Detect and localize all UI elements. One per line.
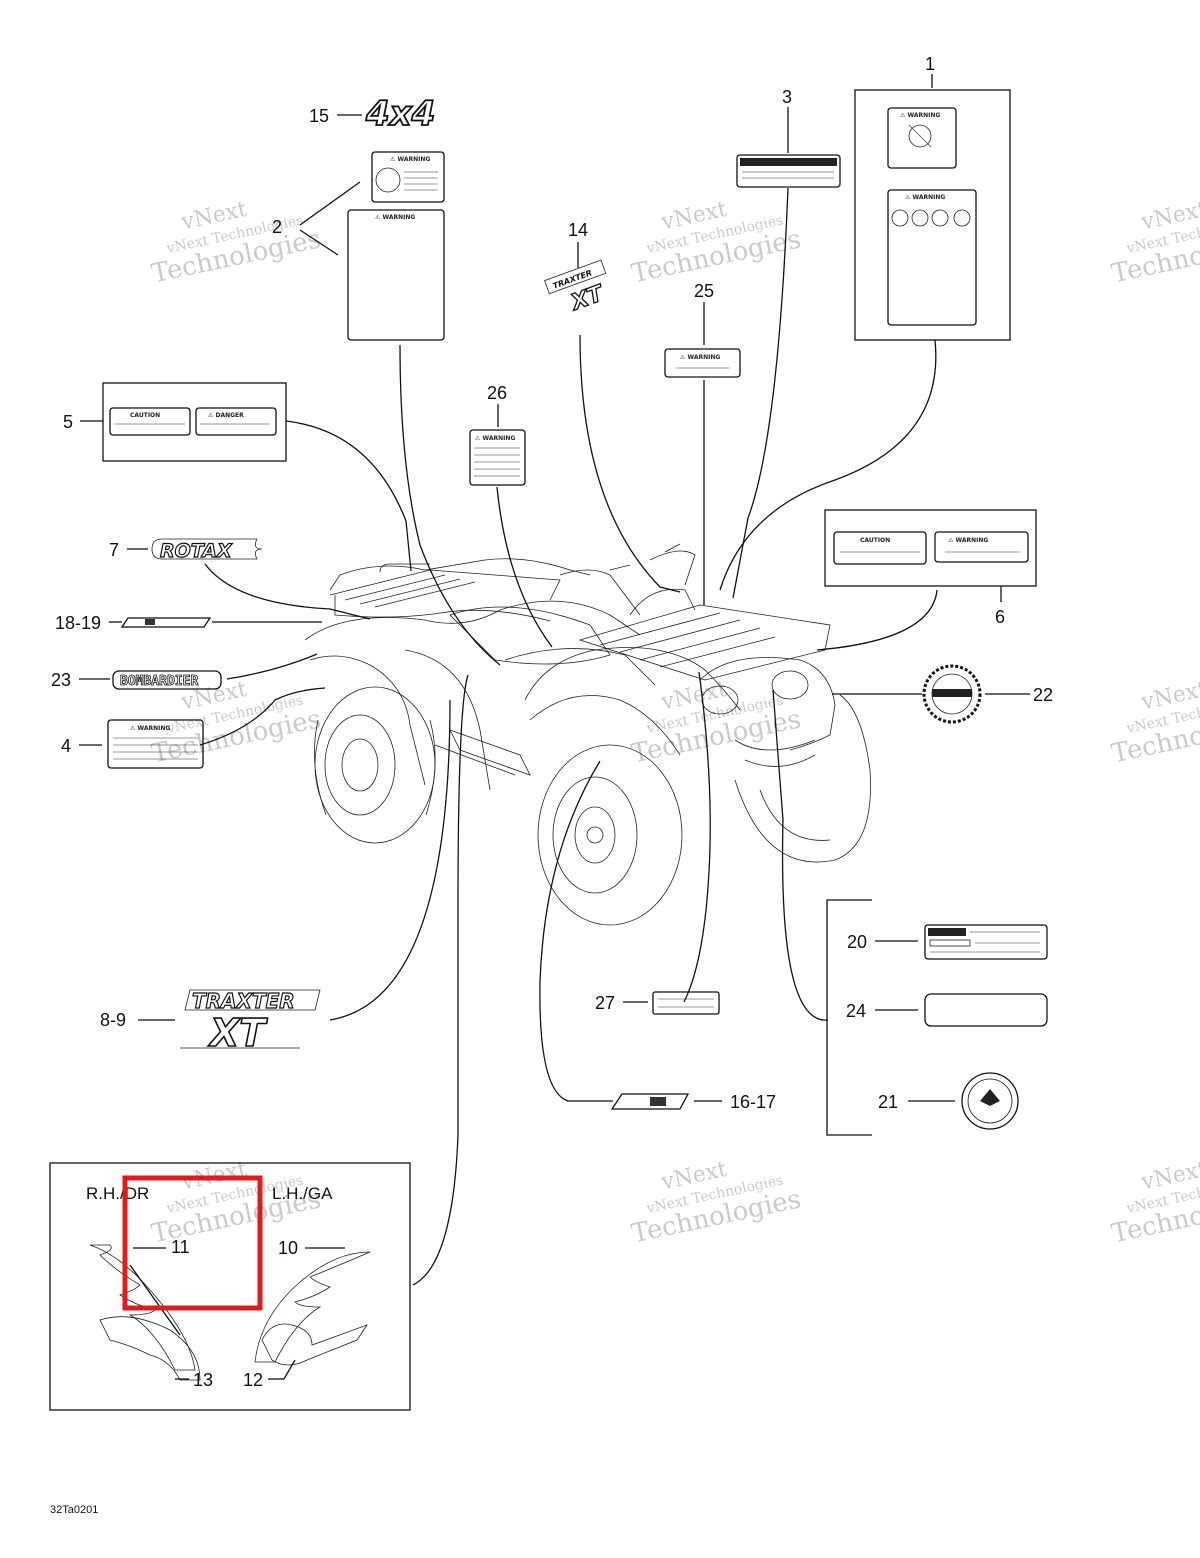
decal-label-27 [652,991,720,1015]
svg-text:CAUTION: CAUTION [860,537,890,544]
svg-text:⚠ WARNING: ⚠ WARNING [900,112,940,119]
inset-box [49,1162,411,1411]
callout-27: 27 [595,993,615,1013]
callout-16-17: 16-17 [730,1092,776,1112]
decal-4x4: 4x4 [364,93,436,135]
decal-group-6-box [824,509,1037,587]
callout-labels: 1 3 15 2 14 25 26 5 6 7 18-19 23 22 4 20… [51,54,1053,1112]
callout-5: 5 [63,412,73,432]
decal-blank-plate-24 [924,993,1048,1027]
callout-21: 21 [878,1092,898,1112]
decal-group-5-box [102,382,287,462]
svg-text:⚠ WARNING: ⚠ WARNING [130,725,170,732]
svg-text:XT: XT [566,281,608,317]
callout-11: 11 [171,1237,190,1257]
decal-traxter-xt-large: TRAXTER XT [180,988,321,1056]
callout-3: 3 [782,87,792,107]
svg-text:BOMBARDIER: BOMBARDIER [120,674,198,689]
rear-rack [329,569,561,601]
group-bracket [826,899,872,1136]
svg-text:⚠ WARNING: ⚠ WARNING [680,354,720,361]
leader-lines [79,74,1030,1286]
seat [449,606,611,665]
inset-rh-label: R.H./DR [86,1184,149,1203]
svg-text:4x4: 4x4 [365,94,435,134]
decal-caution-warning-6: CAUTION ⚠ WARNING [833,531,1029,565]
callout-2: 2 [272,217,282,237]
inset-lh-label: L.H./GA [272,1184,333,1203]
callout-22: 22 [1033,685,1053,705]
decal-warning-2: ⚠ WARNING ⚠ WARNING [347,151,445,341]
decal-warning-1: ⚠ WARNING ⚠ WARNING [887,107,977,326]
callout-25: 25 [694,281,714,301]
callout-7: 7 [109,540,119,560]
fender-graphic-lh-upper [254,1251,371,1363]
front-left-wheel [537,744,683,926]
decal-bombardier-strip: BOMBARDIER [112,670,222,690]
decal-round-seal-22 [922,664,982,724]
callout-8-9: 8-9 [100,1010,126,1030]
front-rack [578,604,831,681]
fender-graphic-lh-lower [261,1323,369,1366]
decal-warning-25: ⚠ WARNING [664,348,741,378]
floorboard [449,729,531,776]
decal-caution-danger-5: CAUTION ⚠ DANGER [109,407,277,436]
callout-4: 4 [61,736,71,756]
callout-12: 12 [243,1370,263,1390]
figure-code: 32Ta0201 [50,1504,98,1516]
decal-warning-4: ⚠ WARNING [107,719,204,769]
svg-text:CAUTION: CAUTION [130,412,160,419]
decal-warning-26: ⚠ WARNING [469,429,526,486]
callout-6: 6 [995,607,1005,627]
callout-20: 20 [847,932,867,952]
callout-18-19: 18-19 [55,613,101,633]
decal-spec-plate-20 [924,924,1048,960]
svg-text:ROTAX: ROTAX [160,540,233,562]
svg-text:⚠ WARNING: ⚠ WARNING [475,435,515,442]
callout-13: 13 [193,1370,213,1390]
callout-26: 26 [487,383,507,403]
svg-text:⚠ WARNING: ⚠ WARNING [905,194,945,201]
svg-text:TRAXTER: TRAXTER [192,989,295,1013]
inset-content: R.H./DR L.H./GA 11 10 13 12 [86,1184,371,1390]
highlight-box [122,1175,263,1311]
svg-text:⚠ DANGER: ⚠ DANGER [208,412,244,419]
fender-graphic-rh-lower [99,1316,201,1381]
callout-15: 15 [309,106,329,126]
callout-23: 23 [51,670,71,690]
front-right-wheel [734,694,871,863]
decal-18-19 [120,617,212,628]
handlebars [559,543,696,616]
atv-illustration [304,543,871,926]
decal-round-seal-21 [961,1072,1019,1130]
rear-left-wheel [314,686,436,844]
callout-14: 14 [568,220,588,240]
decal-caution-3 [736,154,841,188]
decal-group-1-box [854,89,1011,341]
decal-rotax: ROTAX [151,538,263,563]
callout-24: 24 [846,1001,866,1021]
svg-text:⚠ WARNING: ⚠ WARNING [375,214,415,221]
callout-10: 10 [278,1238,298,1258]
front-bumper [699,657,836,751]
callout-1: 1 [925,54,935,74]
watermark-group: vNext vNext Technologies Technologies vN… [149,197,1200,1249]
decal-16-17 [610,1093,690,1110]
svg-text:⚠ WARNING: ⚠ WARNING [390,156,430,163]
decal-traxter-xt-small: TRAXTER XT [544,259,609,317]
svg-text:⚠ WARNING: ⚠ WARNING [948,537,988,544]
